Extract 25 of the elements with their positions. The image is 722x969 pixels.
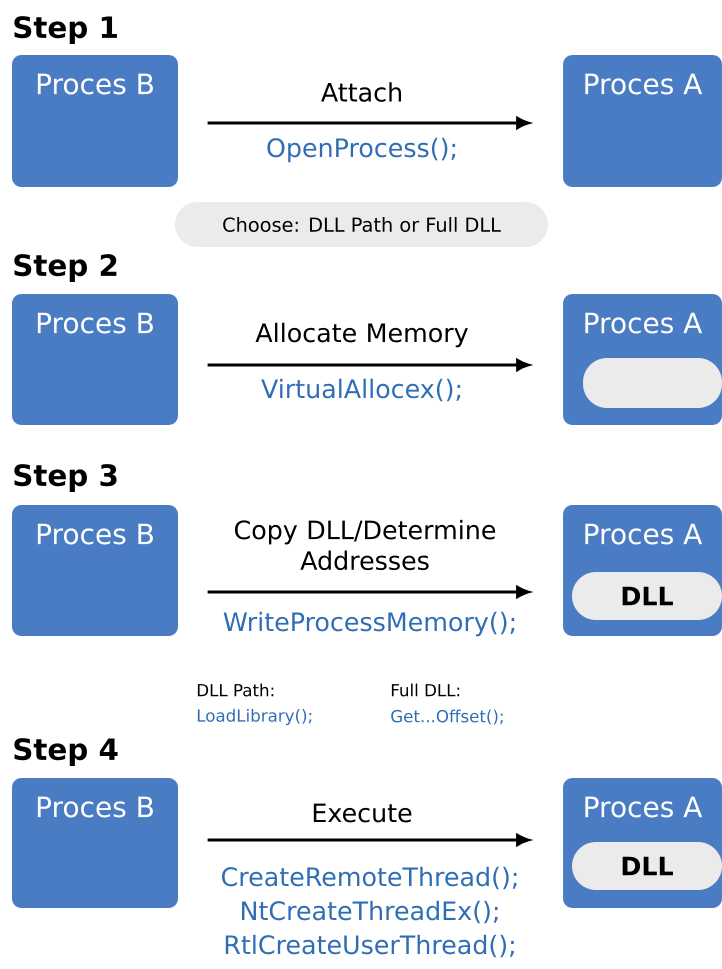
process-box: Proces A bbox=[563, 55, 722, 187]
choice-pill: Choose: DLL Path or Full DLL bbox=[174, 202, 548, 248]
edge-label: Execute bbox=[314, 804, 412, 822]
option-label: Full DLL: bbox=[392, 684, 460, 696]
process-box: Proces B bbox=[12, 55, 178, 187]
process-box: Proces B bbox=[12, 778, 178, 908]
heading: Step 2 bbox=[14, 254, 116, 282]
process-box: Proces B bbox=[12, 294, 178, 425]
heading: Step 3 bbox=[14, 464, 117, 492]
empty-slot bbox=[583, 358, 722, 408]
process-box: Proces B bbox=[12, 505, 178, 636]
edge-label: Attach bbox=[321, 82, 401, 102]
function-call: CreateRemoteThread(); bbox=[222, 866, 516, 890]
module-pill: DLL bbox=[572, 842, 722, 890]
function-call: OpenProcess(); bbox=[267, 138, 456, 162]
function-call: WriteProcessMemory(); bbox=[224, 612, 514, 636]
edge-label: Copy DLL/Determine Addresses bbox=[234, 520, 496, 570]
function-call: LoadLibrary(); bbox=[198, 708, 312, 726]
function-call: RtlCreateUserThread(); bbox=[226, 934, 514, 958]
option-label: DLL Path: bbox=[198, 684, 274, 696]
function-call: VirtualAllocex(); bbox=[261, 378, 460, 402]
edge-label: Allocate Memory bbox=[256, 322, 468, 348]
function-call: NtCreateThreadEx(); bbox=[242, 900, 498, 924]
function-call: Get...Offset(); bbox=[391, 710, 503, 724]
module-pill: DLL bbox=[572, 572, 722, 620]
